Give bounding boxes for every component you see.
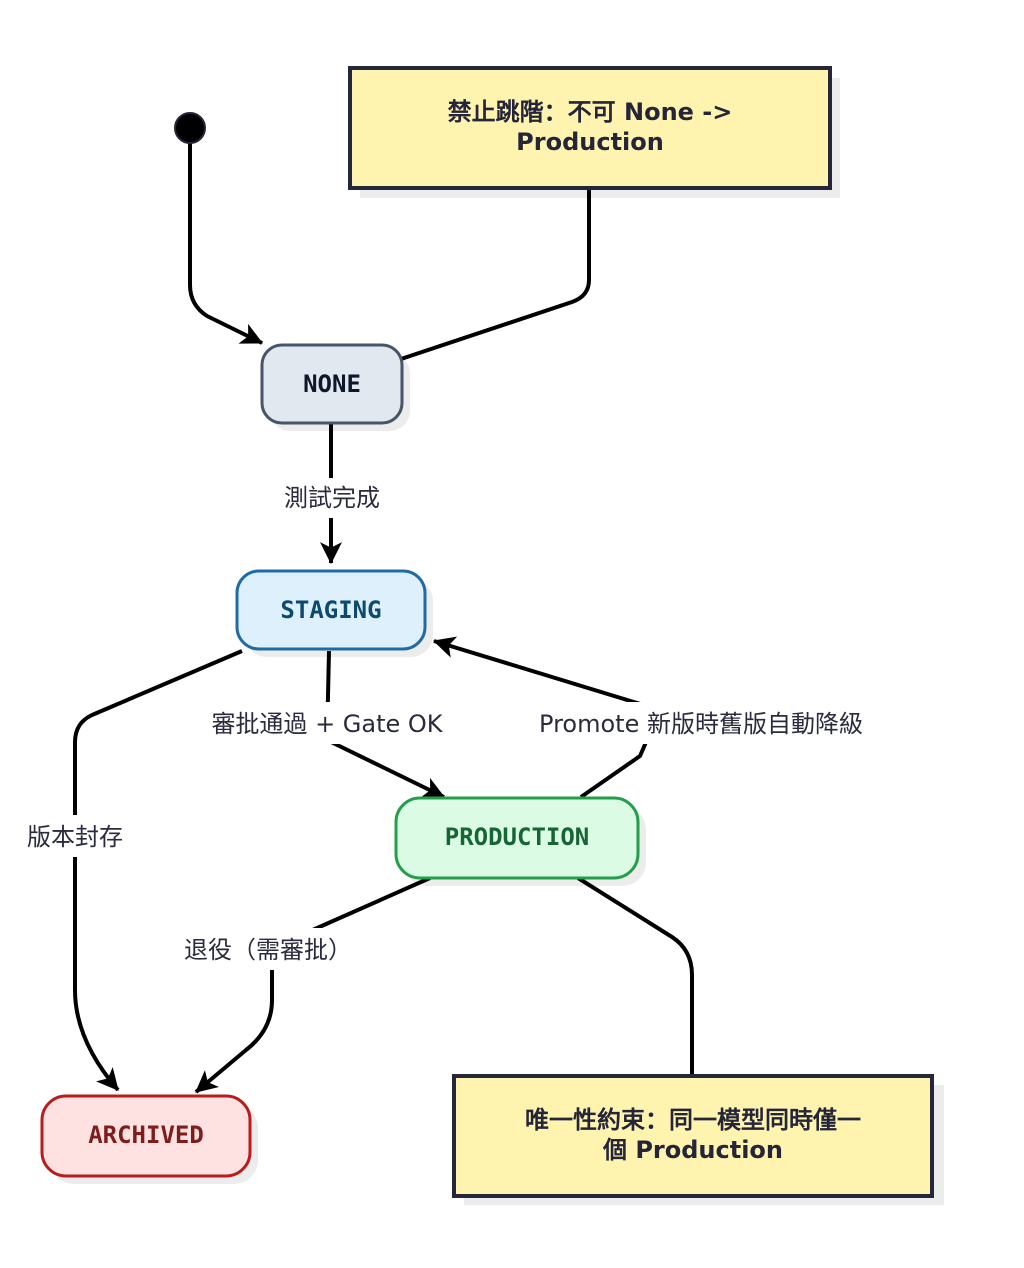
- note-production-line-2: 個 Production: [602, 1136, 783, 1164]
- edge-label-promote-demote: Promote 新版時舊版自動降級: [539, 710, 863, 738]
- edge-label-retire: 退役（需審批）: [184, 936, 352, 964]
- note-production-connector: [576, 876, 694, 1076]
- label-staging-to-archived: 版本封存: [14, 815, 138, 857]
- note-none-line-1: 禁止跳階：不可 None ->: [448, 98, 733, 126]
- state-production[interactable]: PRODUCTION: [394, 796, 640, 880]
- label-production-to-staging: Promote 新版時舊版自動降級: [500, 702, 902, 744]
- edge-label-approval-gate: 審批通過 + Gate OK: [211, 710, 443, 738]
- state-none-label: NONE: [303, 370, 361, 398]
- shadows: [50, 78, 944, 1205]
- edge-label-test-complete: 測試完成: [284, 484, 380, 512]
- edge-staging-to-archived: [73, 649, 243, 1092]
- initial-state-dot: [174, 112, 206, 144]
- state-production-label: PRODUCTION: [445, 823, 590, 851]
- note-production: 唯一性約束：同一模型同時僅一 個 Production: [452, 1074, 934, 1198]
- edge-production-to-archived: [194, 876, 431, 1094]
- label-staging-to-production: 審批通過 + Gate OK: [192, 702, 464, 744]
- state-staging[interactable]: STAGING: [235, 569, 427, 651]
- note-production-line-1: 唯一性約束：同一模型同時僅一: [525, 1106, 861, 1134]
- note-none-connector: [400, 189, 591, 361]
- label-production-to-archived: 退役（需審批）: [168, 928, 368, 970]
- state-staging-label: STAGING: [280, 596, 381, 624]
- note-none: 禁止跳階：不可 None -> Production: [348, 66, 832, 190]
- state-none[interactable]: NONE: [260, 343, 404, 425]
- state-archived[interactable]: ARCHIVED: [40, 1094, 252, 1178]
- edge-label-archive-version: 版本封存: [27, 823, 123, 851]
- state-archived-label: ARCHIVED: [88, 1121, 204, 1149]
- label-none-to-staging: 測試完成: [270, 478, 394, 518]
- edge-start-to-none: [188, 128, 263, 345]
- note-none-line-2: Production: [516, 128, 664, 156]
